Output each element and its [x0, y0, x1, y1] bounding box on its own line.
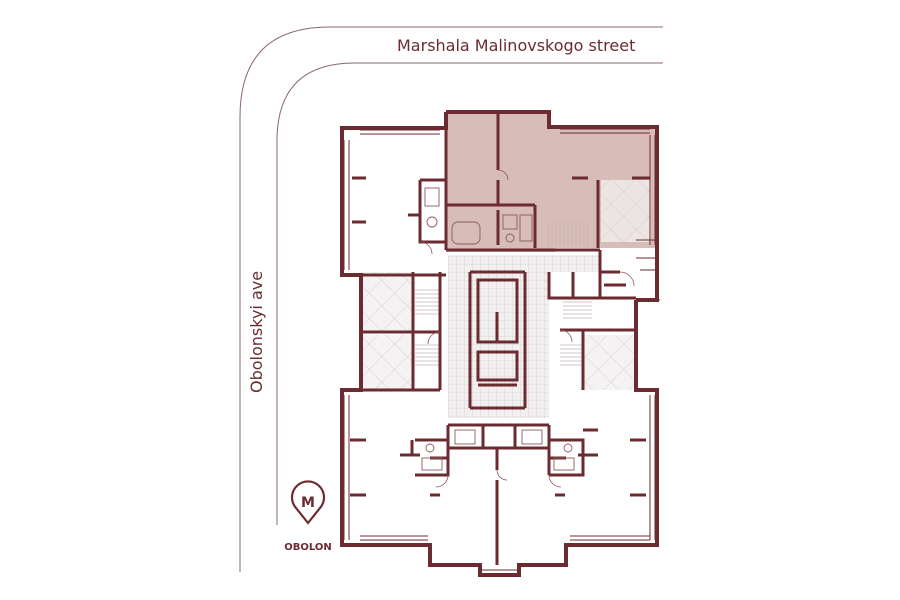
- highlighted-apartment-balcony: [601, 180, 651, 242]
- terrace-left-upper: [361, 272, 413, 332]
- terrace-right-upper: [584, 335, 636, 390]
- building-plan: [340, 110, 660, 577]
- doors: [419, 169, 635, 488]
- terrace-left-lower: [361, 335, 413, 390]
- stairs: [415, 222, 592, 366]
- map-pin-icon: [290, 480, 326, 525]
- windows: [343, 128, 660, 571]
- inner-street-curve: [276, 62, 663, 525]
- metro-letter: M: [301, 495, 315, 511]
- interior-walls: [342, 112, 657, 565]
- metro-marker: M OBOLON: [284, 480, 332, 553]
- fixtures: [421, 187, 575, 471]
- street-lines: [239, 26, 663, 572]
- street-label-top: Marshala Malinovskogo street: [397, 36, 635, 55]
- outer-street-curve: [239, 26, 663, 572]
- metro-station-label: OBOLON: [284, 542, 332, 553]
- street-label-left: Obolonskyi ave: [247, 271, 266, 393]
